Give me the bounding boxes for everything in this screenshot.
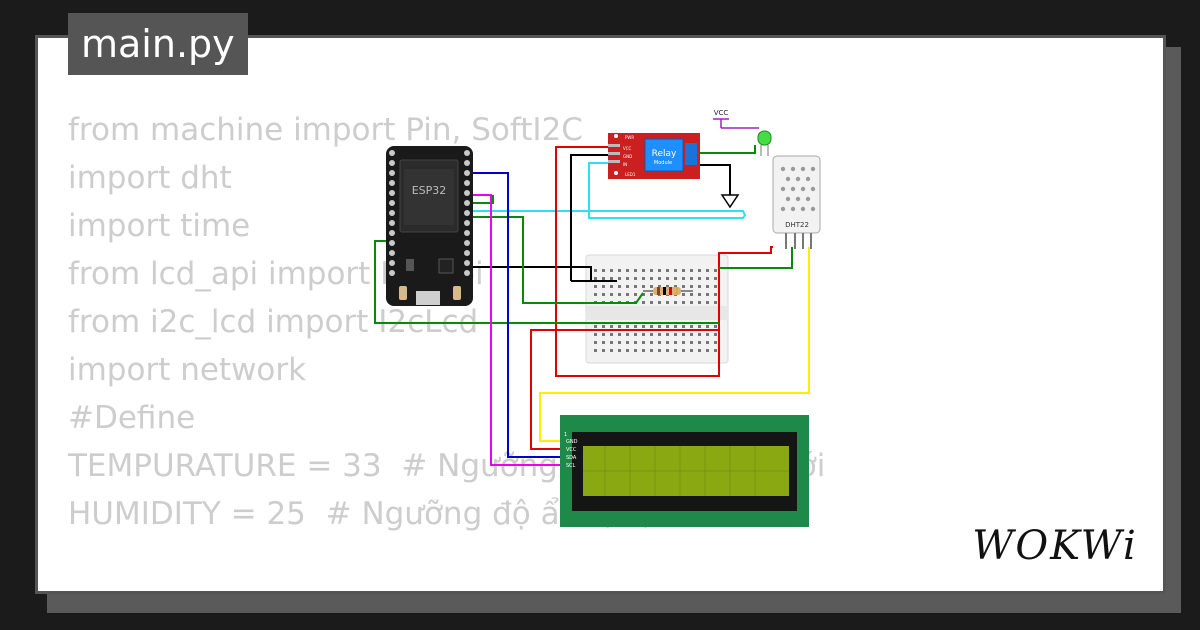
lcd-pin-sda: SDA bbox=[566, 455, 577, 461]
code-line: import time bbox=[68, 208, 251, 244]
green-led bbox=[757, 130, 772, 156]
dht22-label: DHT22 bbox=[785, 221, 809, 229]
lcd-pin-scl: SCL bbox=[566, 463, 576, 469]
dht22-sensor: DHT22 bbox=[772, 155, 821, 249]
lcd-module: 1 GND VCC SDA SCL bbox=[560, 415, 809, 527]
relay-pin-gnd: GND bbox=[623, 154, 632, 159]
relay-pin-vcc: VCC bbox=[623, 146, 632, 151]
code-listing: from machine import Pin, SoftI2C import … bbox=[68, 106, 825, 591]
relay-pin-led: LED1 bbox=[625, 172, 636, 177]
wires bbox=[374, 145, 810, 466]
relay-module: Relay Module PWR VCC GND IN LED1 bbox=[608, 133, 700, 179]
esp32-label: ESP32 bbox=[412, 184, 447, 197]
relay-sub-label: Module bbox=[654, 160, 672, 166]
preview-card: from machine import Pin, SoftI2C import … bbox=[35, 35, 1166, 594]
lcd-pin-1: 1 bbox=[564, 432, 567, 438]
ground-symbol bbox=[720, 194, 740, 209]
relay-label: Relay bbox=[652, 149, 677, 159]
wokwi-logo: WOKWi bbox=[972, 523, 1138, 569]
vcc-symbol: VCC bbox=[713, 109, 759, 129]
code-line: import network bbox=[68, 352, 307, 388]
lcd-pin-vcc: VCC bbox=[566, 447, 577, 453]
resistor bbox=[643, 287, 693, 295]
vcc-label: VCC bbox=[714, 109, 729, 117]
file-name-tab: main.py bbox=[68, 13, 248, 75]
lcd-pin-gnd: GND bbox=[566, 439, 578, 445]
relay-pin-pwr: PWR bbox=[625, 135, 634, 140]
code-line: import dht bbox=[68, 160, 232, 196]
code-line: #Define bbox=[68, 400, 196, 436]
code-line: from machine import Pin, SoftI2C bbox=[68, 112, 583, 148]
wokwi-logo-text: WOKWi bbox=[972, 523, 1138, 569]
relay-pin-in: IN bbox=[623, 162, 627, 167]
breadboard bbox=[585, 254, 729, 364]
circuit-diagram: ESP32 Relay Module PWR VCC GND IN LED1 bbox=[374, 109, 821, 527]
esp32-board: ESP32 bbox=[386, 146, 473, 306]
